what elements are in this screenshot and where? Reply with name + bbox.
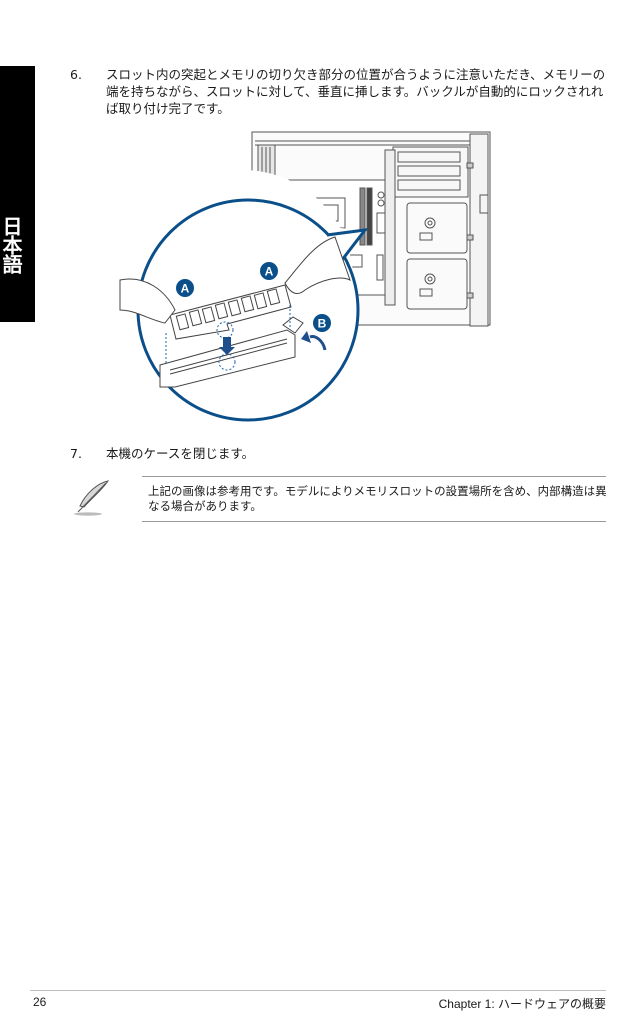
memory-installation-illustration: A A B bbox=[115, 125, 495, 430]
note-text: 上記の画像は参考用です。モデルによりメモリスロットの設置場所を含め、内部構造は異… bbox=[148, 484, 607, 513]
feather-pen-icon bbox=[70, 478, 114, 518]
note-top-divider bbox=[142, 476, 606, 477]
note-bottom-divider bbox=[142, 521, 606, 522]
step-text: スロット内の突起とメモリの切り欠き部分の位置が合うように注意いただき、メモリーの… bbox=[106, 67, 606, 116]
language-side-tab: 日本語 bbox=[0, 66, 35, 322]
step-text: 本機のケースを閉じます。 bbox=[106, 446, 255, 461]
chapter-title: Chapter 1: ハードウェアの概要 bbox=[438, 997, 606, 1011]
page-number: 26 bbox=[33, 995, 47, 1009]
svg-text:A: A bbox=[181, 282, 190, 296]
language-label: 日本語 bbox=[0, 216, 23, 273]
dimm-install-diagram-icon: A A B bbox=[119, 131, 491, 422]
note-box: 上記の画像は参考用です。モデルによりメモリスロットの設置場所を含め、内部構造は異… bbox=[70, 476, 607, 522]
svg-text:B: B bbox=[318, 317, 327, 331]
step-number: 6. bbox=[70, 67, 82, 82]
svg-text:A: A bbox=[265, 265, 274, 279]
footer-divider bbox=[30, 990, 606, 991]
step-number: 7. bbox=[70, 446, 82, 461]
